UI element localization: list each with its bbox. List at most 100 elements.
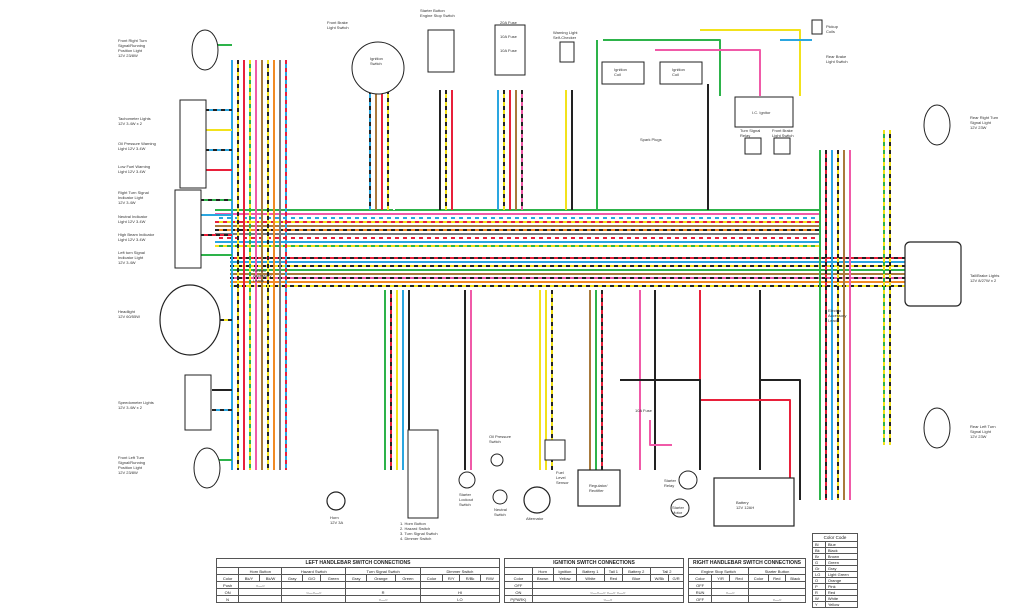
it-row-off: OFF xyxy=(504,581,533,589)
lt-row-r: R xyxy=(345,588,421,596)
left-handlebar-table: LEFT HANDLEBAR SWITCH CONNECTIONS Horn B… xyxy=(215,558,501,603)
it-h-5: Tail 2 xyxy=(649,567,685,575)
label-horn: Horn 12V 3A xyxy=(330,515,344,525)
it-h-4: Battery 2 xyxy=(621,567,651,575)
ignition-coil-2-component xyxy=(659,61,703,85)
label-starter-motor: Starter Motor xyxy=(672,505,685,515)
color-code-abbr: Y xyxy=(812,601,826,608)
meter-cluster-upper xyxy=(179,99,207,189)
right-handlebar-table: RIGHT HANDLEBAR SWITCH CONNECTIONS Engin… xyxy=(687,558,807,603)
it-h-2: Battery 1 xyxy=(576,567,605,575)
lt-color-7: Orange xyxy=(365,574,396,582)
it-c-5: Blue xyxy=(621,574,651,582)
lt-color-1: Bk/Y xyxy=(238,574,260,582)
label-front-brake-switch: Front Brake Light Switch xyxy=(327,20,349,30)
label-ignition-coil-1: Ignition Coil xyxy=(614,67,627,77)
starter-relay-component xyxy=(678,470,698,490)
regulator-component xyxy=(577,469,621,507)
fuel-sensor-component xyxy=(544,439,566,461)
lt-color-11: R/Bk xyxy=(459,574,481,582)
headlight-lamp xyxy=(159,284,221,356)
ic-ignitor-component xyxy=(734,96,794,128)
lt-color-5: Green xyxy=(320,574,347,582)
lt-color-4: G/O xyxy=(301,574,322,582)
rt-row-off2: OFF xyxy=(687,595,713,603)
front-left-turn-lamp xyxy=(193,447,221,489)
label-right-turn-ind: Right Turn Signal Indicator Light 12V 3.… xyxy=(118,190,149,205)
turn-relay-component xyxy=(744,137,762,155)
it-c-6: W/Bk xyxy=(649,574,670,582)
wire-black xyxy=(760,379,801,500)
rt-row-off: OFF xyxy=(687,581,713,589)
label-front-brake-lt-sw: Front Brake Light Switch xyxy=(772,128,794,138)
label-front-right-turn: Front Right Turn Signal/Running Position… xyxy=(118,38,147,58)
label-rear-right-turn: Rear Right Turn Signal Light 12V 23W xyxy=(970,115,999,130)
label-headlight: Headlight 12V 60/55W xyxy=(118,309,141,319)
left-handlebar-switch xyxy=(407,429,439,519)
lt-color-2: Bk/W xyxy=(258,574,283,582)
alternator-component xyxy=(523,486,551,514)
lt-row-hi: HI xyxy=(419,588,501,596)
lt-color-6: Gray xyxy=(345,574,367,582)
right-table-title: RIGHT HANDLEBAR SWITCH CONNECTIONS xyxy=(688,558,806,567)
label-speedometer: Speedometer Lights 12V 3.4W x 2 xyxy=(118,400,154,410)
label-oil-pressure: Oil Pressure Warning Light 12V 3.4W xyxy=(118,141,156,151)
wire-pink xyxy=(655,49,761,96)
label-battery: Battery 12V 12AH xyxy=(736,500,755,510)
it-c-2: Yellow xyxy=(552,574,578,582)
label-starter-lockout: Starter Lockout Switch xyxy=(459,492,474,507)
label-neutral-ind: Neutral Indicator Light 12V 3.4W xyxy=(118,214,148,224)
horn-component xyxy=(326,491,346,511)
rt-c-3: Color xyxy=(748,574,770,582)
rt-c-0: Color xyxy=(687,574,713,582)
label-fuse-10a-b: 10A Fuse xyxy=(500,48,517,53)
starter-switch-component xyxy=(427,29,455,73)
it-c-0: Color xyxy=(504,574,533,582)
brake-sw-component xyxy=(773,137,791,155)
label-switch-legend: 1. Horn Button 2. Hazard Switch 3. Turn … xyxy=(400,521,438,541)
wire-harness xyxy=(200,29,905,500)
lt-row-lo: LO xyxy=(419,595,501,603)
left-table-title: LEFT HANDLEBAR SWITCH CONNECTIONS xyxy=(216,558,500,567)
label-fuel-level-sensor: Fuel Level Sensor xyxy=(556,470,569,485)
label-fuse-20a: 20A Fuse xyxy=(500,20,517,25)
it-row-park: P(PARK) xyxy=(504,595,533,603)
lt-row-n: N xyxy=(215,595,240,603)
label-oil-pressure-switch: Oil Pressure Switch xyxy=(489,434,512,444)
label-tail-brake: Tail/Brake Lights 12V 8/27W x 2 xyxy=(970,273,1000,283)
rt-c-1: Y/R xyxy=(711,574,730,582)
starter-lockout-component xyxy=(458,471,476,489)
label-starter-legend: Starter Button Engine Stop Switch xyxy=(420,8,455,18)
starter-motor-component xyxy=(670,498,690,518)
label-warning-checker: Warning Light Self-Checker xyxy=(553,30,578,40)
rt-h-1: Starter Button xyxy=(748,567,806,575)
front-right-turn-lamp xyxy=(191,29,219,71)
rear-right-turn-lamp xyxy=(923,104,951,146)
components xyxy=(159,19,962,527)
rt-h-0: Engine Stop Switch xyxy=(687,567,750,575)
label-spark-plugs: Spark Plugs xyxy=(640,137,662,142)
pickup-coil-component xyxy=(811,19,823,35)
wire-yellow xyxy=(700,29,801,96)
indicator-cluster xyxy=(174,189,202,269)
tail-brake-lamp xyxy=(904,241,962,307)
lt-group-turn: Turn Signal Switch xyxy=(345,567,421,575)
label-high-beam-ind: High Beam Indicator Light 12V 3.4W xyxy=(118,232,155,242)
ignition-switch-component xyxy=(351,41,405,95)
label-electric-accessory-right: Electric Accessory Leads xyxy=(828,308,847,323)
label-pickup-coils: Pickup Coils xyxy=(826,24,839,34)
wire-green xyxy=(603,39,721,96)
label-ic-ignitor: I.C. Ignitor xyxy=(752,110,771,115)
label-starter-relay: Starter Relay xyxy=(664,478,677,488)
lt-color-9: Color xyxy=(419,574,444,582)
label-ignition-coil-2: Ignition Coil xyxy=(672,67,685,77)
it-h-0: Horn xyxy=(531,567,554,575)
lt-color-10: R/Y xyxy=(442,574,461,582)
it-c-3: White xyxy=(576,574,605,582)
it-c-4: Red xyxy=(603,574,623,582)
rt-c-4: Red xyxy=(768,574,786,582)
oil-pressure-switch-component xyxy=(490,453,504,467)
warning-checker-component xyxy=(559,41,575,63)
